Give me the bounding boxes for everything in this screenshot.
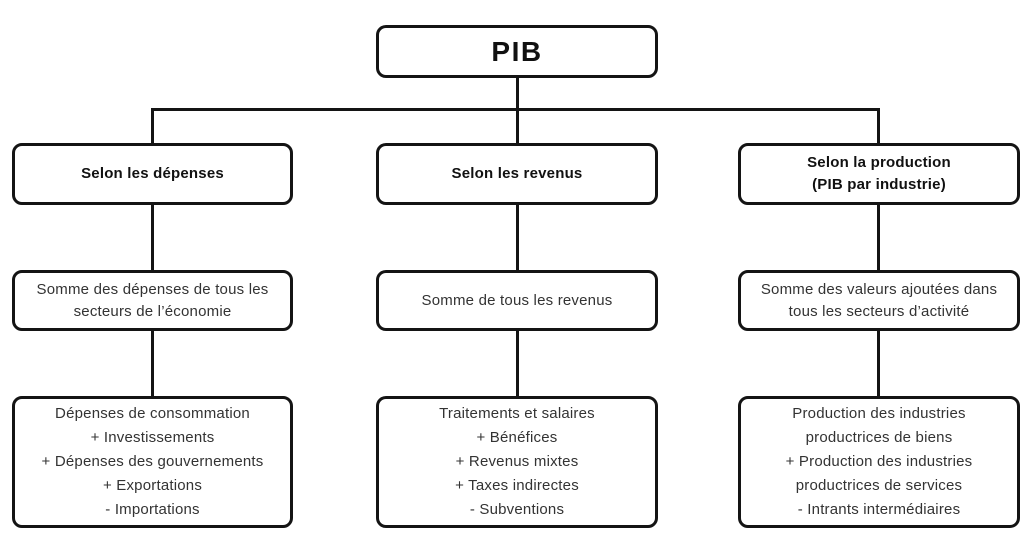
connector-col2-bottom — [876, 331, 880, 396]
definition-label: Somme de tous les revenus — [421, 291, 613, 309]
connector-left-stub — [151, 108, 154, 143]
component-item: + Dépenses des gouvernements — [41, 453, 264, 470]
components-node-production: Production des industries productrices d… — [738, 396, 1020, 528]
header-node-production: Selon la production (PIB par industrie) — [738, 143, 1020, 205]
definition-label: Somme des dépenses de tous les secteurs … — [36, 280, 269, 320]
component-item: Dépenses de consommation — [55, 405, 250, 422]
header-node-revenus: Selon les revenus — [376, 143, 658, 205]
connector-col2-mid — [876, 205, 880, 270]
component-item: + Bénéfices — [476, 429, 558, 446]
connector-col0-mid — [151, 205, 154, 270]
component-item: + Revenus mixtes — [455, 453, 579, 470]
component-item: - Importations — [105, 501, 200, 518]
definition-node-production: Somme des valeurs ajoutées dans tous les… — [738, 270, 1020, 331]
component-item: Production des industries productrices d… — [792, 405, 966, 446]
header-node-depenses: Selon les dépenses — [12, 143, 293, 205]
component-item: Traitements et salaires — [439, 405, 595, 422]
components-node-depenses: Dépenses de consommation + Investissemen… — [12, 396, 293, 528]
header-label: Selon les revenus — [451, 165, 583, 182]
connector-col1-mid — [515, 205, 519, 270]
connector-col0-bottom — [151, 331, 154, 396]
component-item: - Intrants intermédiaires — [797, 501, 961, 518]
header-label: Selon les dépenses — [81, 165, 224, 182]
component-item: - Subventions — [469, 501, 565, 518]
connector-branch-horizontal — [151, 108, 879, 111]
connector-col1-bottom — [515, 331, 519, 396]
root-node-pib: PIB — [376, 25, 658, 78]
component-item: + Exportations — [102, 477, 203, 494]
component-item: + Investissements — [90, 429, 215, 446]
connector-right-stub — [876, 108, 880, 143]
definition-node-depenses: Somme des dépenses de tous les secteurs … — [12, 270, 293, 331]
root-node-label: PIB — [491, 35, 543, 67]
component-item: + Taxes indirectes — [455, 477, 579, 494]
definition-node-revenus: Somme de tous les revenus — [376, 270, 658, 331]
header-label: Selon la production (PIB par industrie) — [807, 154, 951, 193]
definition-label: Somme des valeurs ajoutées dans tous les… — [760, 280, 998, 320]
components-node-revenus: Traitements et salaires + Bénéfices + Re… — [376, 396, 658, 528]
component-item: + Production des industries productrices… — [785, 453, 973, 494]
